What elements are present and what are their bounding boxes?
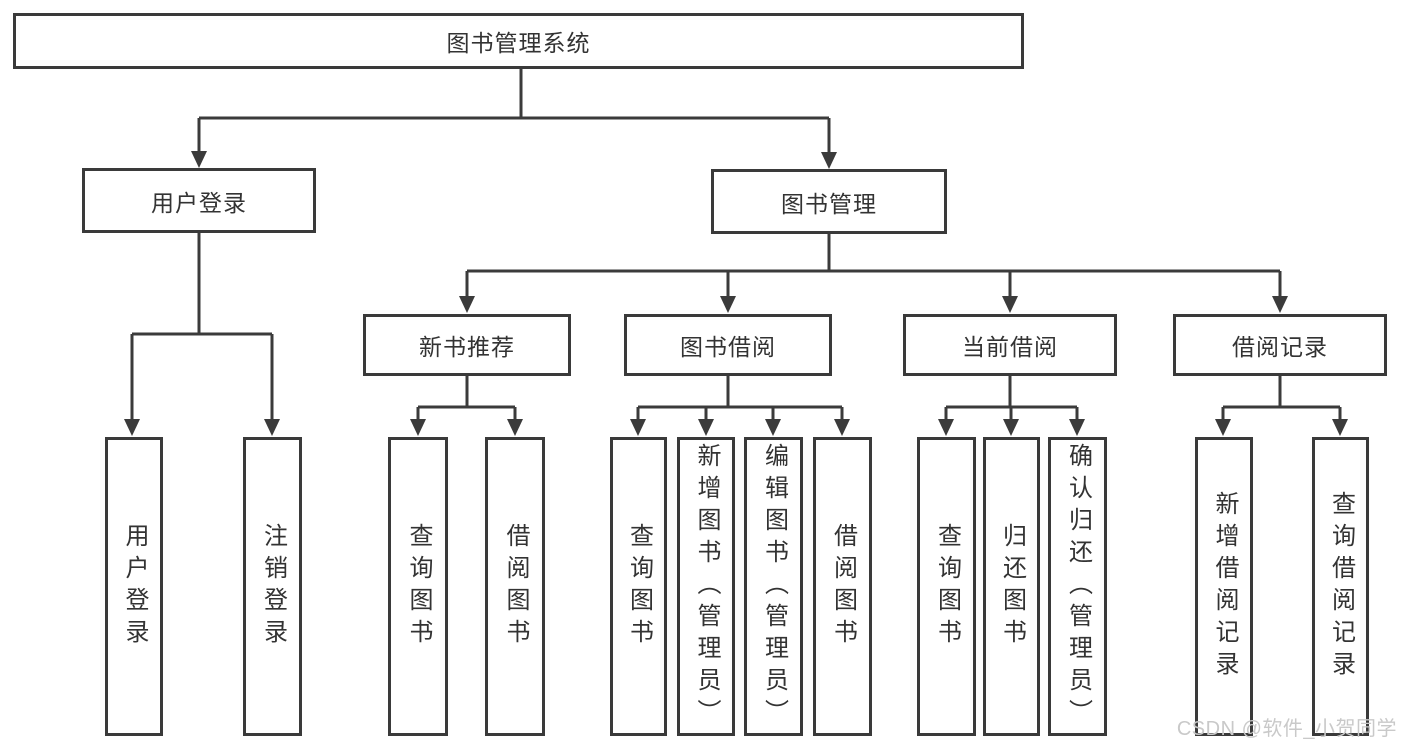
node-leaf-user-login: 用户登录: [105, 437, 163, 736]
node-leaf-edit-books-admin: 编辑图书（管理员）: [744, 437, 803, 736]
node-root-system: 图书管理系统: [13, 13, 1024, 69]
node-leaf-query-books-1: 查询图书: [388, 437, 448, 736]
node-leaf-return-books: 归还图书: [983, 437, 1040, 736]
node-user-login: 用户登录: [82, 168, 316, 233]
node-leaf-add-borrow-record: 新增借阅记录: [1195, 437, 1253, 736]
node-label: 查询图书: [933, 522, 961, 651]
node-label: 图书管理系统: [446, 30, 591, 56]
node-leaf-logout: 注销登录: [243, 437, 302, 736]
node-current-borrowing: 当前借阅: [903, 314, 1117, 376]
node-label: 注销登录: [259, 522, 287, 651]
node-label: 归还图书: [998, 522, 1026, 651]
node-label: 查询借阅记录: [1327, 490, 1355, 683]
node-label: 当前借阅: [962, 334, 1058, 360]
node-borrowing-records: 借阅记录: [1173, 314, 1387, 376]
arrowheads: [124, 151, 1348, 436]
node-label: 借阅图书: [829, 522, 857, 651]
node-label: 编辑图书（管理员）: [760, 442, 788, 731]
node-new-book-recommend: 新书推荐: [363, 314, 571, 376]
node-leaf-borrow-books-1: 借阅图书: [485, 437, 545, 736]
node-book-management: 图书管理: [711, 169, 947, 234]
node-label: 新增借阅记录: [1211, 490, 1238, 683]
node-leaf-query-books-2: 查询图书: [610, 437, 667, 736]
node-label: 确认归还（管理员）: [1064, 442, 1092, 731]
node-label: 借阅记录: [1232, 334, 1328, 360]
node-label: 新书推荐: [419, 334, 515, 360]
node-label: 查询图书: [625, 522, 653, 651]
node-label: 用户登录: [151, 189, 247, 216]
node-label: 图书借阅: [680, 334, 776, 360]
node-label: 用户登录: [121, 522, 148, 651]
node-leaf-query-books-3: 查询图书: [917, 437, 976, 736]
node-label: 图书管理: [781, 190, 877, 217]
node-book-borrowing: 图书借阅: [624, 314, 832, 376]
node-label: 查询图书: [405, 522, 432, 651]
node-leaf-query-borrow-record: 查询借阅记录: [1312, 437, 1369, 736]
node-leaf-borrow-books-2: 借阅图书: [813, 437, 872, 736]
node-leaf-confirm-return-admin: 确认归还（管理员）: [1048, 437, 1107, 736]
node-label: 借阅图书: [502, 522, 529, 651]
csdn-watermark: CSDN @软件_小贺同学: [1176, 718, 1397, 740]
node-leaf-add-books-admin: 新增图书（管理员）: [677, 437, 735, 736]
node-label: 新增图书（管理员）: [693, 442, 720, 731]
